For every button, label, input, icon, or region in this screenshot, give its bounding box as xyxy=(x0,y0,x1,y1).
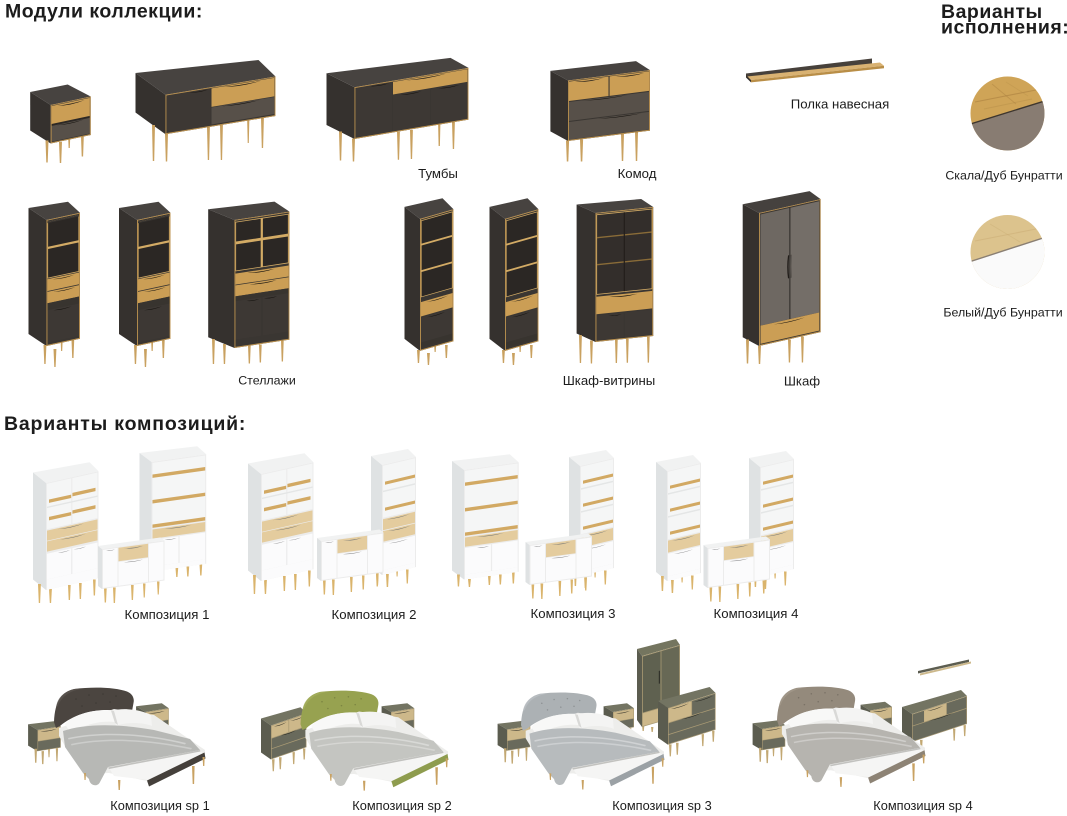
svg-text:Скала/Дуб Бунратти: Скала/Дуб Бунратти xyxy=(945,169,1062,183)
svg-text:Варианты композиций:: Варианты композиций: xyxy=(4,413,246,435)
svg-text:Композиция sp 4: Композиция sp 4 xyxy=(873,798,972,813)
svg-text:Шкаф: Шкаф xyxy=(784,374,820,389)
svg-text:Композиция 1: Композиция 1 xyxy=(125,607,210,622)
svg-text:Композиция 4: Композиция 4 xyxy=(714,606,799,621)
svg-text:Композиция 3: Композиция 3 xyxy=(531,606,616,621)
svg-text:Модули коллекции:: Модули коллекции: xyxy=(5,1,203,23)
svg-text:Тумбы: Тумбы xyxy=(418,166,458,181)
svg-text:исполнения:: исполнения: xyxy=(941,17,1067,39)
svg-text:Композиция sp 3: Композиция sp 3 xyxy=(612,798,711,813)
svg-text:Композиция sp 2: Композиция sp 2 xyxy=(352,798,451,813)
svg-text:Белый/Дуб Бунратти: Белый/Дуб Бунратти xyxy=(943,306,1062,320)
svg-text:Полка навесная: Полка навесная xyxy=(791,97,889,112)
svg-text:Варианты: Варианты xyxy=(941,1,1043,23)
svg-text:Композиция sp 1: Композиция sp 1 xyxy=(110,798,209,813)
svg-text:Композиция 2: Композиция 2 xyxy=(332,607,417,622)
svg-text:Стеллажи: Стеллажи xyxy=(238,374,296,388)
svg-text:Шкаф-витрины: Шкаф-витрины xyxy=(563,373,656,388)
svg-text:Комод: Комод xyxy=(618,166,657,181)
